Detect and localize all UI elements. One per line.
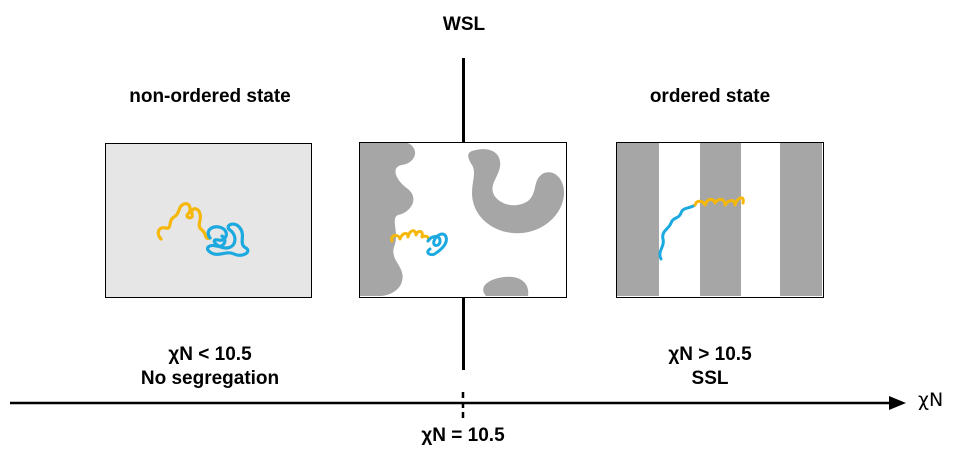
strong-segregation-panel (616, 142, 824, 298)
disordered-state-panel (105, 143, 312, 298)
non-ordered-state-title: non-ordered state (129, 86, 291, 107)
blue-chain (426, 232, 448, 257)
lamella-stripe (780, 143, 822, 296)
left-regime: No segregation (140, 368, 280, 389)
threshold-label: χN = 10.5 (421, 425, 505, 446)
domain-left (360, 143, 416, 296)
wsl-label: WSL (442, 14, 486, 35)
lamella-stripe (617, 143, 659, 296)
chi-n-axis (10, 392, 906, 418)
weak-segregation-panel (359, 142, 567, 298)
axis-label: χN (918, 389, 944, 411)
yellow-chain (156, 202, 212, 241)
right-regime: SSL (691, 368, 729, 389)
axis-arrowhead (889, 396, 906, 410)
domain-bottom-right (483, 276, 529, 296)
blue-chain (205, 222, 250, 257)
lamella-stripe (700, 143, 741, 296)
ordered-state-title: ordered state (649, 86, 771, 107)
yellow-chain (390, 229, 430, 243)
blue-chain (658, 203, 697, 261)
irregular-domains (360, 143, 565, 296)
domain-right-upper (468, 149, 565, 234)
mixed-chains (156, 202, 250, 257)
right-condition: χN > 10.5 (668, 344, 752, 365)
lamellar-domains (617, 143, 822, 296)
left-condition: χN < 10.5 (168, 344, 252, 365)
yellow-chain (693, 196, 745, 207)
